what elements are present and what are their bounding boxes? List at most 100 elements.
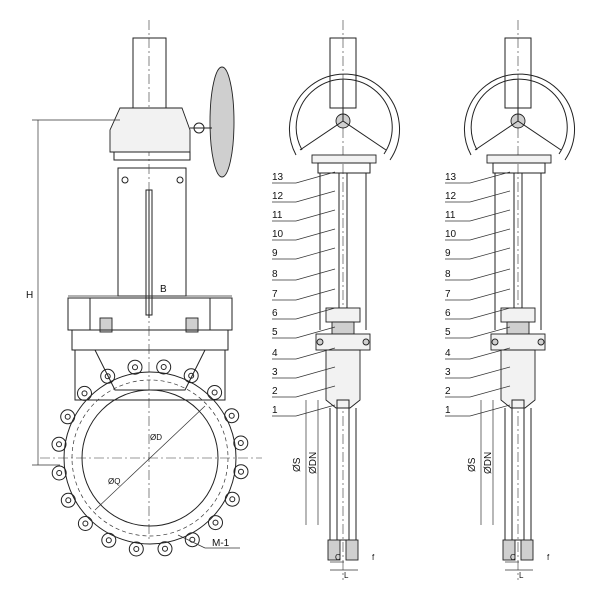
part-number-label: 7 xyxy=(445,289,451,300)
bolt-lug xyxy=(183,368,199,384)
part-number-label: 12 xyxy=(272,191,284,202)
callout-leader xyxy=(469,404,511,417)
part-number-label: 5 xyxy=(445,327,451,338)
bolt-hole xyxy=(56,470,63,476)
bolt-lug xyxy=(100,368,116,384)
flange-od-label: ØD xyxy=(150,433,162,442)
bolt-lug xyxy=(233,464,249,480)
bolt-hole xyxy=(64,413,71,420)
bolt-lug xyxy=(77,385,92,401)
bolt-lug xyxy=(128,541,144,557)
bolt-hole xyxy=(65,497,72,504)
part-number-label: 9 xyxy=(272,248,278,259)
bolt-lug xyxy=(157,541,173,557)
dn-dimension-right: ØDN xyxy=(483,452,494,474)
callout-leader xyxy=(469,171,511,184)
callout-leader xyxy=(295,404,336,417)
callout-leader xyxy=(469,307,511,320)
bolt-lug xyxy=(207,385,223,400)
callout-leader xyxy=(469,366,511,379)
width-dimension-label: B xyxy=(160,284,167,295)
bolt-lug xyxy=(224,491,240,507)
callout-leader xyxy=(295,347,336,360)
bolt-hole xyxy=(228,412,235,419)
callout-leader xyxy=(469,385,511,398)
bolt-label: M-1 xyxy=(212,538,230,549)
callout-leader xyxy=(469,247,511,260)
bolt-hole xyxy=(211,389,218,396)
part-callouts-right: 13 12 11 10 9 8 7 6 5 4 3 2 1 xyxy=(445,171,511,417)
bolt-hole xyxy=(229,496,236,503)
callout-leader xyxy=(295,190,336,203)
part-number-label: 13 xyxy=(445,172,457,183)
bolt-lug xyxy=(77,516,93,531)
bolt-lug xyxy=(127,359,143,375)
bolt-lug xyxy=(101,532,117,548)
callout-leader xyxy=(295,171,336,184)
c-dimension-right: C xyxy=(510,553,516,562)
bolt-hole xyxy=(104,373,111,380)
callout-leader xyxy=(295,228,336,241)
bolt-lug xyxy=(60,492,76,508)
callout-leader xyxy=(295,385,336,398)
bolt-circle-label: ØQ xyxy=(108,477,120,486)
part-number-label: 12 xyxy=(445,191,457,202)
front-view: ØD ØQ H B M-1 xyxy=(26,20,262,557)
height-dimension-label: H xyxy=(26,290,33,301)
bolt-hole xyxy=(237,440,244,446)
part-number-label: 3 xyxy=(445,367,451,378)
ds-dimension-right: ØS xyxy=(467,457,478,472)
section-view-right: ØS ØDN C L f 13 12 11 10 9 8 7 6 5 4 3 2 1 xyxy=(445,20,575,580)
part-number-label: 8 xyxy=(445,269,451,280)
part-number-label: 9 xyxy=(445,248,451,259)
bolt-hole xyxy=(162,545,168,552)
bolt-hole xyxy=(56,441,62,448)
callout-leader xyxy=(469,228,511,241)
callout-leader xyxy=(469,288,511,301)
part-number-label: 1 xyxy=(272,405,278,416)
part-number-label: 1 xyxy=(445,405,451,416)
part-number-label: 7 xyxy=(272,289,278,300)
bolt-lug xyxy=(208,515,223,531)
part-number-label: 6 xyxy=(272,308,278,319)
bolt-lug xyxy=(60,409,76,425)
callout-leader xyxy=(295,366,336,379)
bolt-lug xyxy=(51,465,67,481)
callout-leader xyxy=(295,326,336,339)
callout-leader xyxy=(469,209,511,222)
part-number-label: 10 xyxy=(272,229,284,240)
callout-leader xyxy=(295,247,336,260)
part-number-label: 2 xyxy=(272,386,278,397)
bolt-lug xyxy=(224,408,240,424)
callout-leader xyxy=(295,307,336,320)
part-number-label: 5 xyxy=(272,327,278,338)
bolt-hole xyxy=(188,372,195,379)
bolt-lug xyxy=(184,532,200,548)
bolt-lugs xyxy=(51,359,249,557)
callout-leader xyxy=(469,268,511,281)
f-dimension-right: f xyxy=(547,553,550,562)
l-dimension-right: L xyxy=(519,571,524,580)
callout-leader xyxy=(469,326,511,339)
bolt-hole xyxy=(132,364,138,371)
part-number-label: 10 xyxy=(445,229,457,240)
part-number-label: 4 xyxy=(272,348,278,359)
bolt-hole xyxy=(238,468,244,475)
bolt-lug xyxy=(156,359,172,375)
part-number-label: 2 xyxy=(445,386,451,397)
bolt-hole xyxy=(82,520,89,527)
part-number-label: 4 xyxy=(445,348,451,359)
bolt-hole xyxy=(105,537,112,544)
f-dimension-mid: f xyxy=(372,553,375,562)
part-number-label: 11 xyxy=(445,210,456,221)
dn-dimension-mid: ØDN xyxy=(308,452,319,474)
bolt-hole xyxy=(160,364,167,370)
bolt-lug xyxy=(51,436,67,452)
callout-leader xyxy=(295,209,336,222)
ds-dimension-mid: ØS xyxy=(292,457,303,472)
callout-leader xyxy=(469,190,511,203)
part-number-label: 6 xyxy=(445,308,451,319)
